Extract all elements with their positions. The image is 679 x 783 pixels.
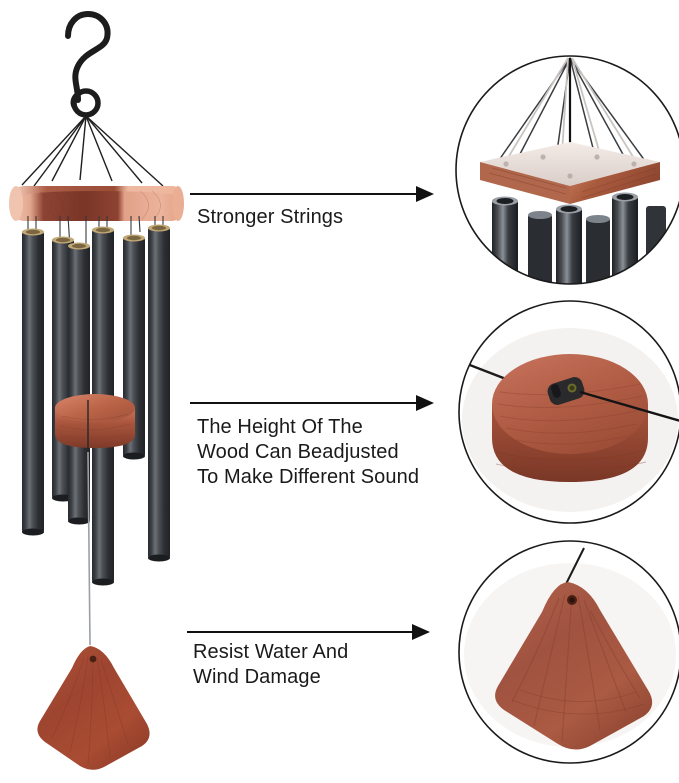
callout-label-stronger-strings: Stronger Strings xyxy=(197,206,344,228)
arrow-adjustable-height xyxy=(190,395,434,411)
wooden-wind-sail xyxy=(37,646,150,770)
chime-tube xyxy=(68,242,90,525)
callout-label-adjustable-height: The Height Of The Wood Can Beadjusted To… xyxy=(197,416,420,488)
detail-circle-outline xyxy=(455,55,679,285)
wooden-striker-disc xyxy=(55,394,135,448)
cord-lock-toggle xyxy=(547,377,585,405)
arrow-weather-resistant xyxy=(187,624,430,640)
chime-tubes xyxy=(22,224,170,586)
chime-tube xyxy=(148,224,170,562)
detail-middle-content xyxy=(459,301,679,523)
arrow-stronger-strings xyxy=(190,186,434,202)
detail-circle-outline xyxy=(458,540,679,764)
s-hook-icon xyxy=(65,10,111,118)
chime-tube xyxy=(22,228,44,536)
detail-circle-outline xyxy=(458,300,679,524)
hanger-strings xyxy=(21,115,164,187)
center-cord xyxy=(87,400,91,646)
wooden-top-plate xyxy=(9,186,184,221)
callout-label-weather-resistant: Resist Water And Wind Damage xyxy=(193,641,349,688)
detail-bottom-content xyxy=(459,541,679,763)
